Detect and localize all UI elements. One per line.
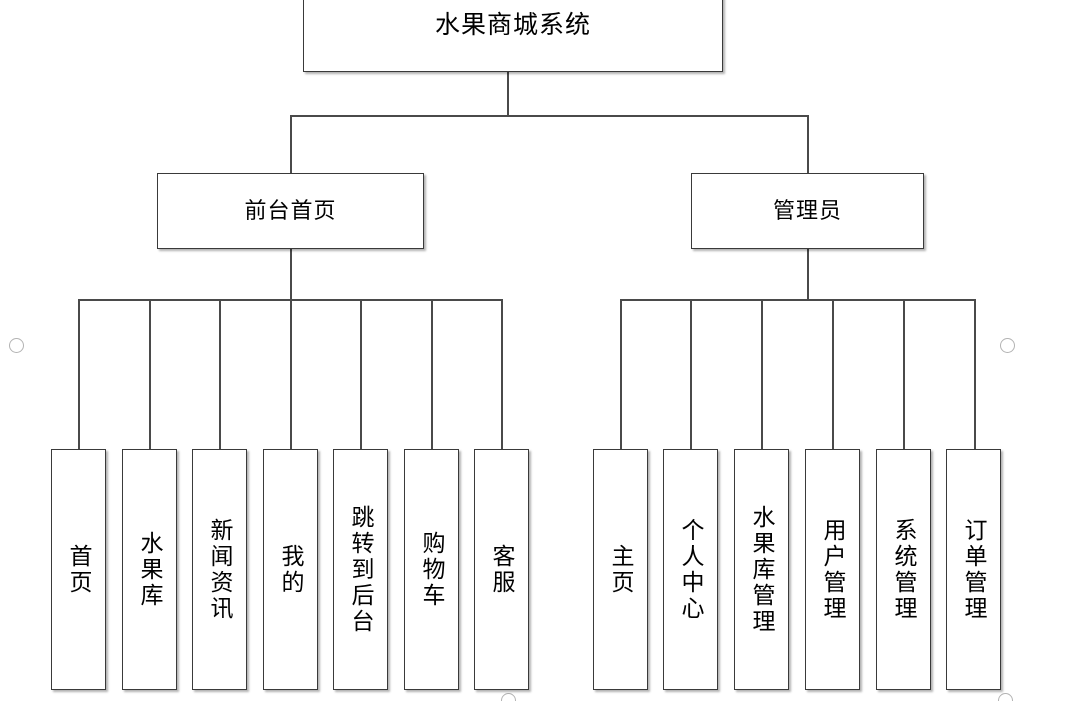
connector-admin-leaf-drop-4 bbox=[832, 299, 834, 449]
node-leaf-fruit-store-label: 水果库 bbox=[137, 530, 163, 609]
connector-admin-leaf-drop-5 bbox=[903, 299, 905, 449]
node-leaf-fruit-store[interactable]: 水果库 bbox=[122, 449, 177, 690]
connector-admin-leaf-drop-3 bbox=[761, 299, 763, 449]
node-leaf-user-mgmt[interactable]: 用户管理 bbox=[805, 449, 860, 690]
connector-frontend-stem bbox=[290, 249, 292, 301]
connector-frontend-leaf-drop-1 bbox=[78, 299, 80, 449]
node-leaf-order-mgmt-label: 订单管理 bbox=[961, 517, 987, 622]
punch-hole-mark-left bbox=[9, 338, 24, 353]
node-leaf-fruit-store-mgmt[interactable]: 水果库管理 bbox=[734, 449, 789, 690]
node-leaf-order-mgmt[interactable]: 订单管理 bbox=[946, 449, 1001, 690]
connector-frontend-leaf-drop-5 bbox=[360, 299, 362, 449]
node-leaf-home[interactable]: 首页 bbox=[51, 449, 106, 690]
node-leaf-news[interactable]: 新闻资讯 bbox=[192, 449, 247, 690]
punch-hole-mark-bottom-right bbox=[998, 693, 1013, 701]
node-leaf-user-mgmt-label: 用户管理 bbox=[820, 517, 846, 622]
connector-frontend-leaf-drop-2 bbox=[149, 299, 151, 449]
connector-admin-leaf-drop-2 bbox=[690, 299, 692, 449]
connector-frontend-leaf-drop-6 bbox=[431, 299, 433, 449]
node-leaf-admin-home[interactable]: 主页 bbox=[593, 449, 648, 690]
connector-admin-leaf-drop-1 bbox=[620, 299, 622, 449]
connector-frontend-leaf-drop-4 bbox=[290, 299, 292, 449]
node-leaf-mine-label: 我的 bbox=[278, 543, 304, 596]
node-leaf-support[interactable]: 客服 bbox=[474, 449, 529, 690]
node-leaf-home-label: 首页 bbox=[66, 543, 92, 596]
node-leaf-goto-backend-label: 跳转到后台 bbox=[348, 504, 374, 635]
node-root-label: 水果商城系统 bbox=[434, 11, 591, 39]
node-leaf-admin-home-label: 主页 bbox=[608, 543, 634, 596]
node-frontend[interactable]: 前台首页 bbox=[157, 173, 424, 249]
node-leaf-goto-backend[interactable]: 跳转到后台 bbox=[333, 449, 388, 690]
node-leaf-fruit-store-mgmt-label: 水果库管理 bbox=[749, 504, 775, 635]
node-leaf-system-mgmt[interactable]: 系统管理 bbox=[876, 449, 931, 690]
node-leaf-cart[interactable]: 购物车 bbox=[404, 449, 459, 690]
connector-admin-leaf-drop-6 bbox=[974, 299, 976, 449]
node-leaf-cart-label: 购物车 bbox=[419, 530, 445, 609]
punch-hole-mark-right bbox=[1000, 338, 1015, 353]
connector-root-stem bbox=[507, 72, 509, 116]
node-admin-label: 管理员 bbox=[772, 197, 842, 223]
connector-frontend-leaf-drop-7 bbox=[501, 299, 503, 449]
node-leaf-personal-center-label: 个人中心 bbox=[678, 517, 704, 622]
node-leaf-support-label: 客服 bbox=[489, 543, 515, 596]
node-frontend-label: 前台首页 bbox=[244, 197, 337, 223]
node-leaf-system-mgmt-label: 系统管理 bbox=[891, 517, 917, 622]
punch-hole-mark-bottom-mid bbox=[501, 693, 516, 701]
node-leaf-mine[interactable]: 我的 bbox=[263, 449, 318, 690]
node-leaf-personal-center[interactable]: 个人中心 bbox=[663, 449, 718, 690]
connector-drop-frontend bbox=[290, 115, 292, 173]
node-admin[interactable]: 管理员 bbox=[691, 173, 924, 249]
connector-frontend-leaf-drop-3 bbox=[219, 299, 221, 449]
connector-admin-stem bbox=[807, 249, 809, 301]
connector-drop-admin bbox=[807, 115, 809, 173]
node-root[interactable]: 水果商城系统 bbox=[303, 0, 723, 72]
node-leaf-news-label: 新闻资讯 bbox=[207, 517, 233, 622]
connector-admin-leaf-bus bbox=[620, 299, 975, 301]
connector-level1-bus bbox=[290, 115, 809, 117]
